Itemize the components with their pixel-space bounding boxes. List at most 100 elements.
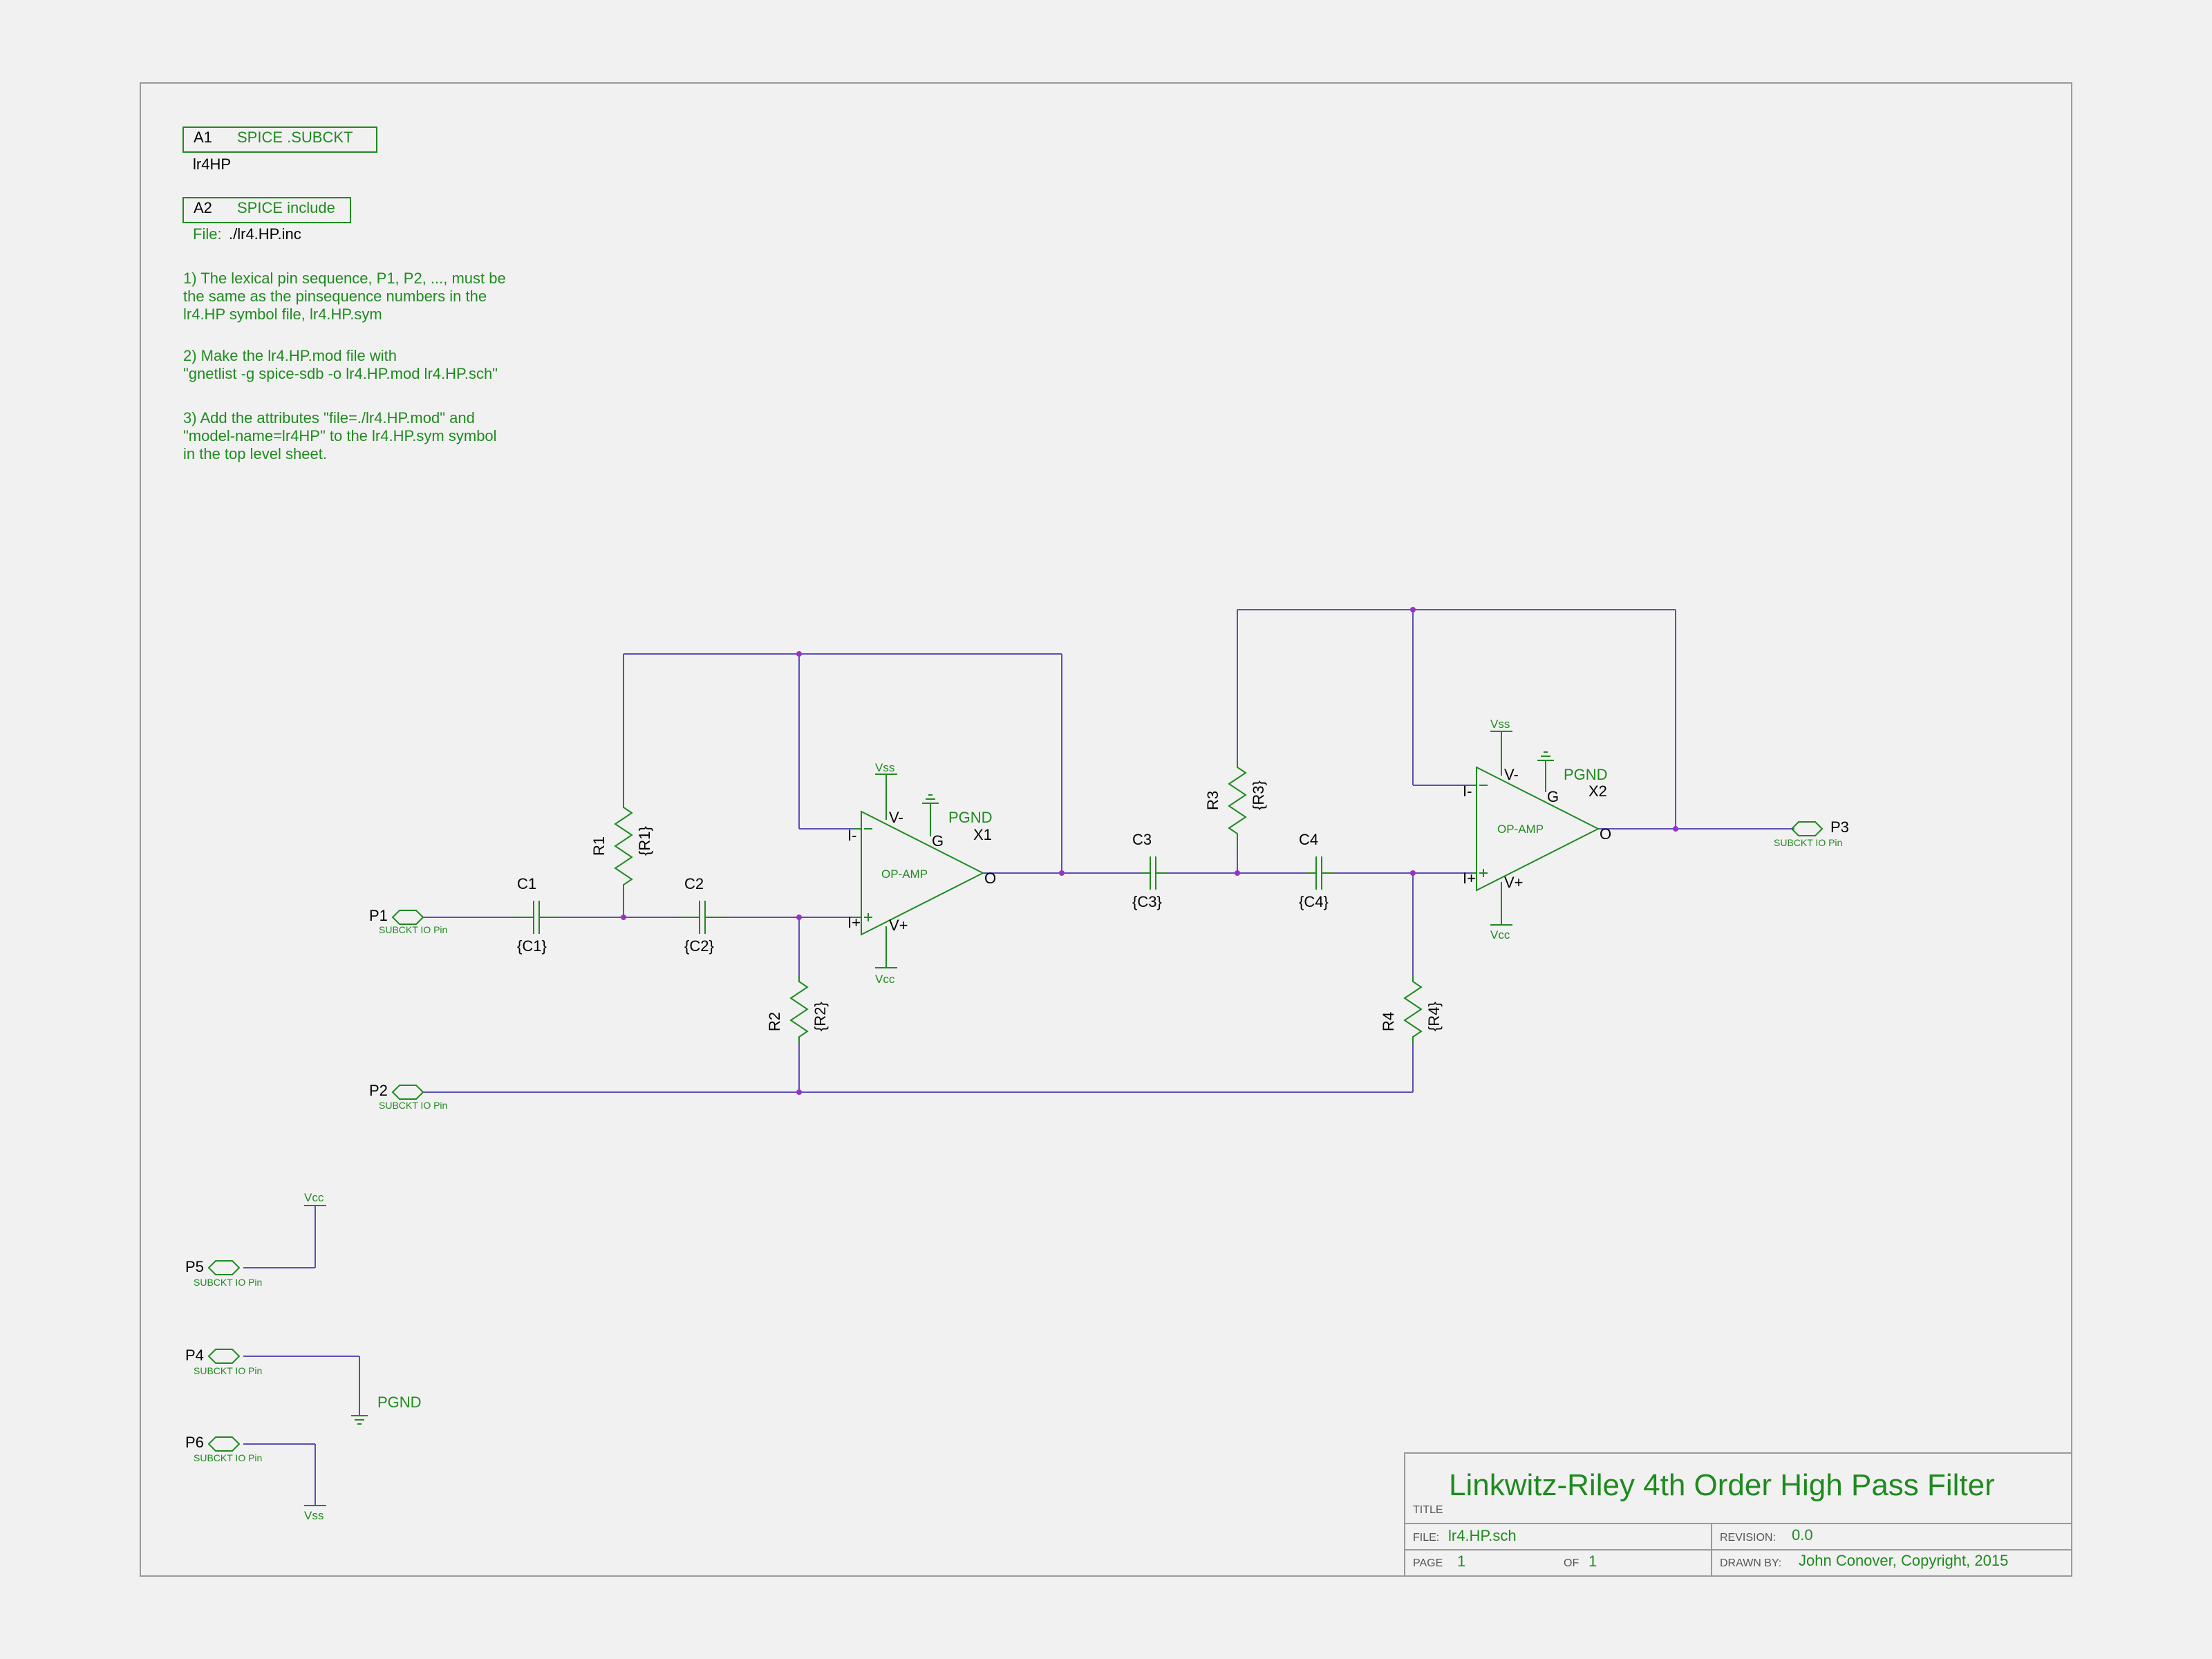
io-pin-p3: P3 SUBCKT IO Pin (1774, 818, 1849, 848)
resistor-r1-value: {R1} (636, 826, 653, 856)
opamp-x1-pin-inv: I- (847, 827, 856, 844)
io-pin-p5-ref: P5 (185, 1258, 204, 1275)
resistor-r2: R2 {R2} (766, 975, 829, 1044)
of-label: OF (1564, 1557, 1579, 1569)
capacitor-c4-value: {C4} (1299, 893, 1329, 910)
opamp-x1-label: OP-AMP (881, 868, 928, 881)
resistor-r1: R1 {R1} (590, 802, 653, 892)
io-pin-p4-ref: P4 (185, 1347, 204, 1364)
note-2: 2) Make the lr4.HP.mod file with "gnetli… (183, 347, 498, 382)
opamp-x1-pin-noninv: I+ (847, 914, 861, 931)
io-pin-p3-label: SUBCKT IO Pin (1774, 837, 1842, 848)
vcc-symbol-label: Vcc (304, 1191, 324, 1204)
of-value: 1 (1588, 1553, 1597, 1570)
capacitor-c1-ref: C1 (517, 875, 536, 892)
io-pin-p2-label: SUBCKT IO Pin (379, 1100, 447, 1111)
attribute-a1-value: lr4HP (193, 156, 231, 173)
capacitor-c2-ref: C2 (684, 875, 704, 892)
file-label: FILE: (1413, 1532, 1439, 1544)
capacitor-c2: C2 {C2} (679, 875, 726, 955)
svg-text:"model-name=lr4HP" to the lr4.: "model-name=lr4HP" to the lr4.HP.sym sym… (183, 427, 497, 444)
resistor-r3: R3 {R3} (1204, 760, 1267, 850)
opamp-x2-pgnd-label: PGND (1564, 766, 1608, 783)
opamp-x1-pin-gnd: G (932, 832, 944, 850)
svg-text:"gnetlist -g spice-sdb -o lr4: "gnetlist -g spice-sdb -o lr4.HP.mod lr4… (183, 365, 498, 382)
capacitor-c3-value: {C3} (1132, 893, 1162, 910)
revision-value: 0.0 (1792, 1526, 1813, 1544)
opamp-x2-label: OP-AMP (1497, 823, 1544, 836)
opamp-x1-pin-vpos: V+ (889, 917, 908, 934)
vss-symbol-label: Vss (304, 1509, 324, 1522)
opamp-x2-pin-gnd: G (1547, 788, 1559, 805)
opamp-x1: OP-AMP X1 I- I+ V- V+ G O Vss Vcc PGND (847, 761, 996, 986)
page-label: PAGE (1413, 1557, 1443, 1569)
resistor-r2-ref: R2 (766, 1012, 783, 1031)
resistor-r4: R4 {R4} (1380, 975, 1443, 1044)
attribute-a2: A2 SPICE include File: ./lr4.HP.inc (182, 197, 351, 243)
attribute-a1-ref: A1 (194, 129, 212, 146)
opamp-x1-pgnd-label: PGND (948, 809, 993, 826)
capacitor-c4-ref: C4 (1299, 831, 1318, 848)
resistor-r1-ref: R1 (590, 836, 608, 856)
capacitor-c1: C1 {C1} (513, 875, 560, 955)
attribute-a2-ref: A2 (194, 199, 212, 216)
opamp-x2-pin-noninv: I+ (1463, 870, 1476, 887)
note-3: 3) Add the attributes "file=./lr4.HP.mod… (183, 409, 497, 462)
page-frame (140, 82, 2072, 1577)
title-text: Linkwitz-Riley 4th Order High Pass Filte… (1449, 1468, 1995, 1502)
attribute-a2-file-prefix: File: (193, 225, 222, 243)
opamp-x2: OP-AMP X2 I- I+ V- V+ G O Vss Vcc PGND (1463, 718, 1611, 941)
io-pin-p5: P5 SUBCKT IO Pin (185, 1258, 262, 1288)
file-value: lr4.HP.sch (1448, 1527, 1517, 1544)
resistor-r2-value: {R2} (812, 1002, 829, 1031)
resistor-r3-ref: R3 (1204, 791, 1221, 810)
opamp-x1-vcc-label: Vcc (875, 973, 895, 986)
capacitor-c3: C3 {C3} (1132, 831, 1167, 910)
drawn-by-label: DRAWN BY: (1720, 1557, 1781, 1569)
pgnd-ground-icon: PGND (351, 1394, 422, 1425)
opamp-x2-ref: X2 (1588, 782, 1607, 800)
resistor-r3-value: {R3} (1250, 780, 1267, 810)
io-pin-p1: P1 SUBCKT IO Pin (369, 907, 447, 935)
attribute-a2-label: SPICE include (237, 199, 335, 216)
io-pin-p2-ref: P2 (369, 1082, 388, 1099)
title-label: TITLE (1413, 1504, 1443, 1516)
title-block: Linkwitz-Riley 4th Order High Pass Filte… (1404, 1452, 2072, 1577)
drawn-by-value: John Conover, Copyright, 2015 (1799, 1552, 2008, 1569)
io-pin-p1-ref: P1 (369, 907, 388, 924)
opamp-x1-pin-vneg: V- (889, 809, 903, 826)
capacitor-c1-value: {C1} (517, 937, 547, 955)
opamp-x2-pin-out: O (1600, 825, 1611, 843)
opamp-x2-pin-inv: I- (1463, 782, 1472, 800)
note-1: 1) The lexical pin sequence, P1, P2, ...… (183, 270, 506, 323)
vcc-symbol: Vcc (304, 1191, 326, 1206)
svg-text:in the top level sheet.: in the top level sheet. (183, 445, 327, 462)
capacitor-c4: C4 {C4} (1299, 831, 1334, 910)
svg-text:2) Make the lr4.HP.mod file wi: 2) Make the lr4.HP.mod file with (183, 347, 397, 364)
attribute-a2-file: ./lr4.HP.inc (229, 225, 301, 243)
attribute-a1-label: SPICE .SUBCKT (237, 129, 353, 146)
opamp-x1-ref: X1 (973, 826, 992, 843)
io-pin-p4-label: SUBCKT IO Pin (194, 1365, 262, 1376)
resistor-r4-ref: R4 (1380, 1012, 1397, 1031)
capacitor-c2-value: {C2} (684, 937, 714, 955)
vss-symbol: Vss (304, 1505, 326, 1522)
opamp-x2-pin-vpos: V+ (1504, 874, 1524, 891)
io-pin-p5-label: SUBCKT IO Pin (194, 1277, 262, 1288)
pgnd-label: PGND (377, 1394, 422, 1411)
io-pin-p1-label: SUBCKT IO Pin (379, 924, 447, 935)
page-value: 1 (1457, 1553, 1465, 1570)
opamp-x2-vcc-label: Vcc (1490, 928, 1510, 941)
opamp-x2-pin-vneg: V- (1504, 766, 1519, 783)
attribute-a1: A1 SPICE .SUBCKT lr4HP (182, 126, 377, 173)
svg-text:3) Add the attributes "file=./: 3) Add the attributes "file=./lr4.HP.mod… (183, 409, 475, 427)
io-pin-p4: P4 SUBCKT IO Pin (185, 1347, 262, 1376)
io-pin-p3-ref: P3 (1830, 818, 1849, 836)
io-pin-p6-ref: P6 (185, 1434, 204, 1451)
io-pin-p6-label: SUBCKT IO Pin (194, 1452, 262, 1463)
svg-text:1) The lexical pin sequence, P: 1) The lexical pin sequence, P1, P2, ...… (183, 270, 506, 287)
io-pin-p2: P2 SUBCKT IO Pin (369, 1082, 447, 1111)
junctions (621, 607, 1678, 1095)
svg-text:lr4.HP symbol file, lr4.HP.sym: lr4.HP symbol file, lr4.HP.sym (183, 306, 382, 323)
